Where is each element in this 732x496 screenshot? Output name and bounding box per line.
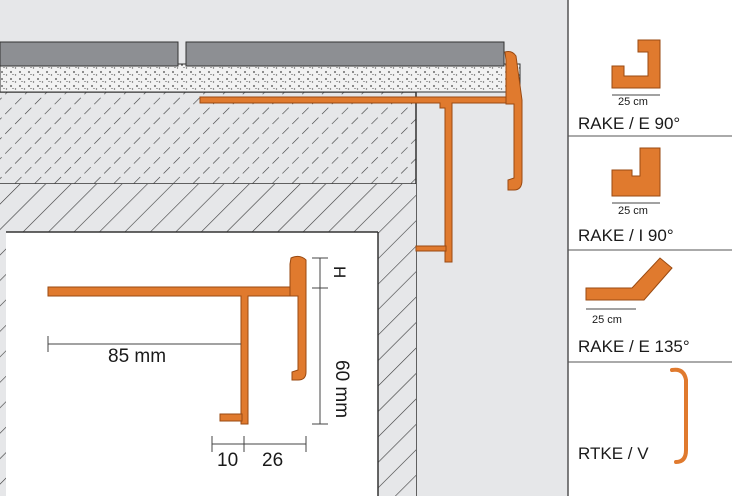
concrete-slab — [0, 92, 416, 184]
variant-label-4: RTKE / V — [578, 444, 649, 463]
tile-left — [0, 41, 179, 67]
variant-label-2: RAKE / I 90° — [578, 226, 674, 245]
profile-inset-panel — [6, 232, 378, 496]
mortar-bed — [0, 63, 521, 93]
outside-corner-135-icon — [585, 257, 673, 310]
tile-right — [185, 41, 505, 67]
height-dimension-label: 60 mm — [331, 360, 352, 418]
width-dimension-label: 85 mm — [108, 346, 166, 367]
profile-cross-section — [47, 255, 307, 425]
variant-size-3: 25 cm — [592, 314, 622, 326]
dimension-lines — [47, 257, 328, 452]
variant-label-1: RAKE / E 90° — [578, 114, 680, 133]
return-dimension-label: 26 — [262, 450, 283, 471]
variant-size-1: 25 cm — [618, 96, 648, 108]
inside-corner-90-icon — [611, 147, 661, 204]
base-dimension-label: 10 — [217, 450, 238, 471]
outside-corner-90-icon — [611, 39, 661, 96]
connector-icon — [670, 367, 688, 464]
installed-profile — [199, 51, 523, 263]
variant-size-2: 25 cm — [618, 205, 648, 217]
h-dimension-label: H — [330, 266, 349, 278]
variant-label-3: RAKE / E 135° — [578, 337, 690, 356]
